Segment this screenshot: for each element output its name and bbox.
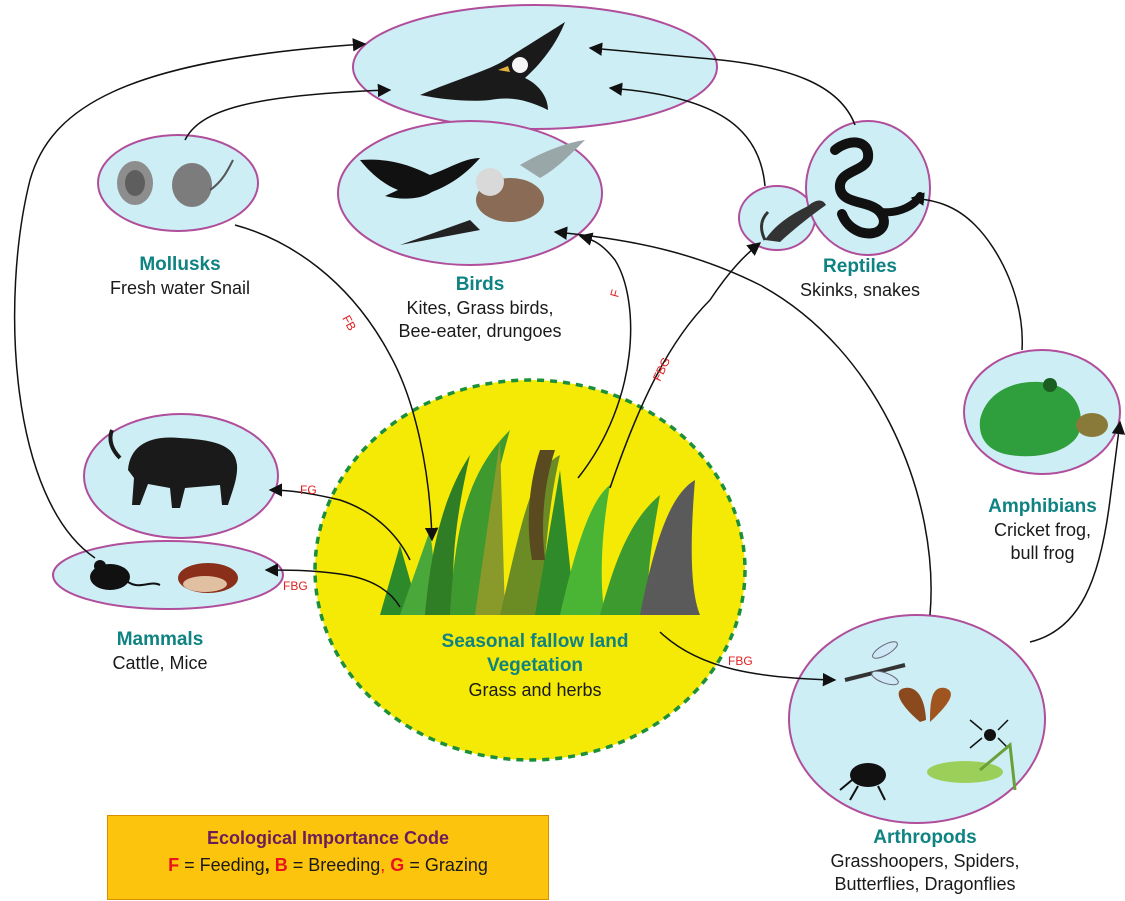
code-fbg-reptiles: FBG [650,355,673,383]
legend-b-key: B [275,855,288,875]
code-fbg-arthropods: FBG [728,654,753,668]
label-amphibians: Amphibians Cricket frog, bull frog [965,495,1120,565]
legend-b-text: = Breeding [288,855,381,875]
birds-desc-line1: Kites, Grass birds, [360,297,600,320]
vegetation-desc: Grass and herbs [400,679,670,702]
vole-icon [178,563,238,593]
node-mice [53,541,283,609]
mollusks-title: Mollusks [70,253,290,277]
reptiles-desc: Skinks, snakes [760,279,960,302]
legend-box: Ecological Importance Code F = Feeding, … [107,815,549,900]
code-fbg-mice: FBG [283,579,308,593]
mollusks-desc: Fresh water Snail [70,277,290,300]
label-arthropods: Arthropods Grasshoopers, Spiders, Butter… [810,826,1040,896]
label-vegetation: Seasonal fallow land Vegetation Grass an… [400,630,670,702]
label-mollusks: Mollusks Fresh water Snail [70,253,290,300]
code-fg: FG [300,483,317,497]
arthropods-title: Arthropods [810,826,1040,850]
legend-title: Ecological Importance Code [108,828,548,849]
birds-desc-line2: Bee-eater, drungoes [360,320,600,343]
amphibians-desc-line2: bull frog [965,542,1120,565]
arrow-mollusks-to-raptors [185,90,390,140]
mammals-desc: Cattle, Mice [80,652,240,675]
legend-sep1: , [265,855,275,875]
node-birds [338,121,602,265]
code-f: F [607,288,622,299]
legend-f-text: = Feeding [179,855,265,875]
label-mammals: Mammals Cattle, Mice [80,628,240,675]
legend-f-key: F [168,855,179,875]
label-reptiles: Reptiles Skinks, snakes [760,255,960,302]
birds-title: Birds [360,273,600,297]
legend-g-key: G [390,855,404,875]
arthropods-desc-line2: Butterflies, Dragonflies [810,873,1040,896]
label-birds: Birds Kites, Grass birds, Bee-eater, dru… [360,273,600,343]
code-fb: FB [339,313,359,333]
mammals-title: Mammals [80,628,240,652]
vegetation-title-line1: Seasonal fallow land [400,630,670,654]
arthropods-desc-line1: Grasshoopers, Spiders, [810,850,1040,873]
vegetation-title-line2: Vegetation [400,654,670,678]
legend-g-text: = Grazing [404,855,488,875]
amphibians-desc-line1: Cricket frog, [965,519,1120,542]
amphibians-title: Amphibians [965,495,1120,519]
legend-sep2: , [380,855,390,875]
reptiles-title: Reptiles [760,255,960,279]
legend-row: F = Feeding, B = Breeding, G = Grazing [108,855,548,876]
